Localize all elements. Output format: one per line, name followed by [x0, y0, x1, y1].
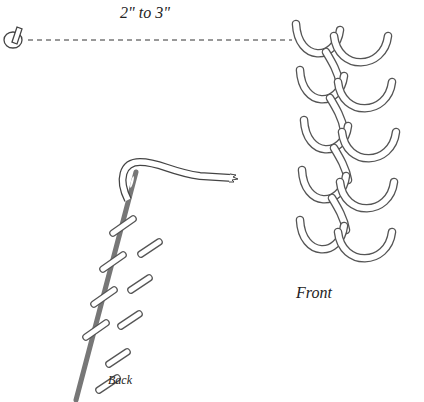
- thread-outline: [86, 323, 106, 337]
- thread-outline: [334, 36, 388, 62]
- thread-outline: [340, 182, 394, 208]
- thread-fill: [109, 352, 127, 364]
- thread-fill: [94, 290, 114, 304]
- thread-fill: [334, 36, 388, 62]
- thread-outline: [121, 314, 139, 326]
- thread-fill: [121, 314, 139, 326]
- chain-stitch: [296, 24, 396, 258]
- thread-outline: [103, 255, 123, 269]
- thread-fill: [113, 219, 133, 233]
- thread-outline: [342, 132, 396, 158]
- thread-fill: [330, 98, 344, 130]
- thread-fill: [342, 132, 396, 158]
- thread-outline: [94, 290, 114, 304]
- dimension-line: [28, 40, 292, 41]
- thread-outline: [338, 82, 392, 108]
- thread-fill: [141, 242, 159, 254]
- needle-group: [76, 162, 238, 400]
- back-label: Back: [108, 374, 132, 387]
- thread-outline: [330, 98, 344, 130]
- thread-fill: [338, 232, 392, 258]
- thread-fill: [103, 255, 123, 269]
- thread-outline: [113, 219, 133, 233]
- thread-fill: [338, 82, 392, 108]
- thread-fill: [86, 323, 106, 337]
- front-label: Front: [296, 284, 332, 302]
- thread-outline: [338, 232, 392, 258]
- thread-outline: [109, 352, 127, 364]
- thread-outline: [141, 242, 159, 254]
- needle: [76, 172, 136, 400]
- back-stitches: [99, 242, 159, 390]
- thread-knot: [4, 27, 22, 48]
- needle-eye: [129, 176, 134, 188]
- stitches-on-needle: [86, 219, 133, 337]
- thread-fill: [131, 278, 149, 290]
- thread-outline: [131, 278, 149, 290]
- thread-fill: [340, 182, 394, 208]
- frayed-end: [229, 174, 238, 182]
- dimension-label: 2" to 3": [120, 4, 170, 22]
